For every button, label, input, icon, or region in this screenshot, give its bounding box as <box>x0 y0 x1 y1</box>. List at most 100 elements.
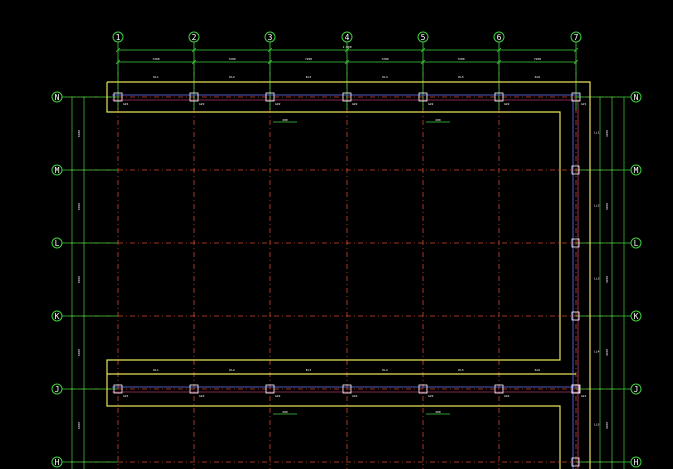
dim-right-text: 4200 <box>605 349 609 356</box>
axis-bubble-row-left-J <box>51 383 63 395</box>
dim-tick <box>344 59 350 65</box>
axis-bubble-col-6 <box>493 31 505 43</box>
dim-tick <box>267 47 273 53</box>
axis-label-row-right-J: J <box>634 385 639 394</box>
column-right <box>571 384 580 394</box>
axis-bubble-row-left-H <box>51 456 63 468</box>
beam-tag-top: KL4 <box>382 75 388 79</box>
axis-label-row-left-N: N <box>55 93 60 102</box>
dim-left-text: 6300 <box>77 276 81 283</box>
dim-tick <box>191 59 197 65</box>
axis-bubble-col-7 <box>570 31 582 43</box>
beam-tag-lower: KL4 <box>382 368 388 372</box>
axis-label-row-left-J: J <box>55 385 60 394</box>
column-right <box>571 165 580 175</box>
axis-bubble-col-4 <box>341 31 353 43</box>
column-2N <box>189 92 199 102</box>
dim-tick <box>496 59 502 65</box>
column-6N <box>494 92 504 102</box>
dim-span-text: 7200 <box>152 57 159 61</box>
beam-lines <box>112 94 580 469</box>
axis-bubble-row-left-N <box>51 91 63 103</box>
column-tag: GZ2 <box>504 394 510 398</box>
dim-left-text: 6300 <box>77 130 81 137</box>
axis-bubble-row-right-H <box>630 456 642 468</box>
column-4J <box>342 384 352 394</box>
beam-tag-top: KL6 <box>535 75 541 79</box>
dim-tick <box>191 47 197 53</box>
column-3N <box>265 92 275 102</box>
beam-tag-top: KL5 <box>458 75 464 79</box>
dimension-lines <box>71 47 625 469</box>
columns <box>113 92 581 467</box>
dim-tick <box>573 59 579 65</box>
wall-outline-main <box>106 81 591 469</box>
dim-span-text: 7200 <box>305 57 312 61</box>
beam-tag-top: KL2 <box>229 75 235 79</box>
dim-tick <box>420 47 426 53</box>
axis-bubble-row-right-L <box>630 237 642 249</box>
axis-label-col-7: 7 <box>574 33 579 42</box>
column-1J <box>113 384 123 394</box>
column-tag: GZ2 <box>199 102 205 106</box>
column-right <box>571 238 580 248</box>
column-3J <box>265 384 275 394</box>
dim-left-text: 6300 <box>77 203 81 210</box>
column-tag: GZ2 <box>352 102 358 106</box>
column-tag: GZ2 <box>428 394 434 398</box>
beam-tag-lower: KL5 <box>458 368 464 372</box>
column-1N <box>113 92 123 102</box>
dim-left-text: 6300 <box>77 349 81 356</box>
side-tag: LL1 <box>594 131 600 135</box>
dim-right-text: 4200 <box>605 203 609 210</box>
dim-overall-text: 1:800 <box>342 45 351 49</box>
column-6J <box>494 384 504 394</box>
column-tag: GZ1 <box>123 102 129 106</box>
dim-span-text: 7200 <box>381 57 388 61</box>
axis-bubble-col-5 <box>417 31 429 43</box>
column-5J <box>418 384 428 394</box>
axis-label-col-2: 2 <box>192 33 197 42</box>
beam-tag-top: KL1 <box>153 75 159 79</box>
axis-label-row-right-K: K <box>634 312 639 321</box>
dim-left-text: 6300 <box>77 422 81 429</box>
column-5N <box>418 92 428 102</box>
axis-bubble-row-left-L <box>51 237 63 249</box>
dim-tick <box>496 47 502 53</box>
dim-tick <box>573 47 579 53</box>
side-tag: LL4 <box>594 350 600 354</box>
dim-right-text: 4200 <box>605 422 609 429</box>
column-tag: GZ1 <box>581 394 587 398</box>
axis-label-row-left-M: M <box>55 166 60 175</box>
column-right <box>571 311 580 321</box>
dim-tick <box>420 59 426 65</box>
axis-bubble-row-right-J <box>630 383 642 395</box>
axis-label-col-5: 5 <box>421 33 426 42</box>
column-tag: GZ1 <box>123 394 129 398</box>
grid-lines <box>70 60 622 469</box>
dim-tick <box>115 47 121 53</box>
axis-bubble-row-right-N <box>630 91 642 103</box>
axis-label-col-1: 1 <box>116 33 121 42</box>
column-2J <box>189 384 199 394</box>
beam-tag-lower: KL2 <box>229 368 235 372</box>
axis-bubble-col-1 <box>112 31 124 43</box>
axis-label-row-right-N: N <box>634 93 639 102</box>
axis-label-row-right-H: H <box>634 458 639 467</box>
column-7N <box>571 92 581 102</box>
axis-label-row-left-K: K <box>55 312 60 321</box>
axis-bubble-col-3 <box>264 31 276 43</box>
dim-tick <box>115 59 121 65</box>
side-tag: LL2 <box>594 204 600 208</box>
column-right <box>571 457 580 467</box>
dim-span-text: 7200 <box>534 57 541 61</box>
dim-right-text: 4200 <box>605 130 609 137</box>
axis-bubble-row-right-K <box>630 310 642 322</box>
axis-label-row-right-L: L <box>634 239 639 248</box>
column-tag: GZ2 <box>504 102 510 106</box>
small-mark-text: 200 <box>282 410 288 414</box>
dim-span-text: 7200 <box>457 57 464 61</box>
side-tag: LL5 <box>594 423 600 427</box>
